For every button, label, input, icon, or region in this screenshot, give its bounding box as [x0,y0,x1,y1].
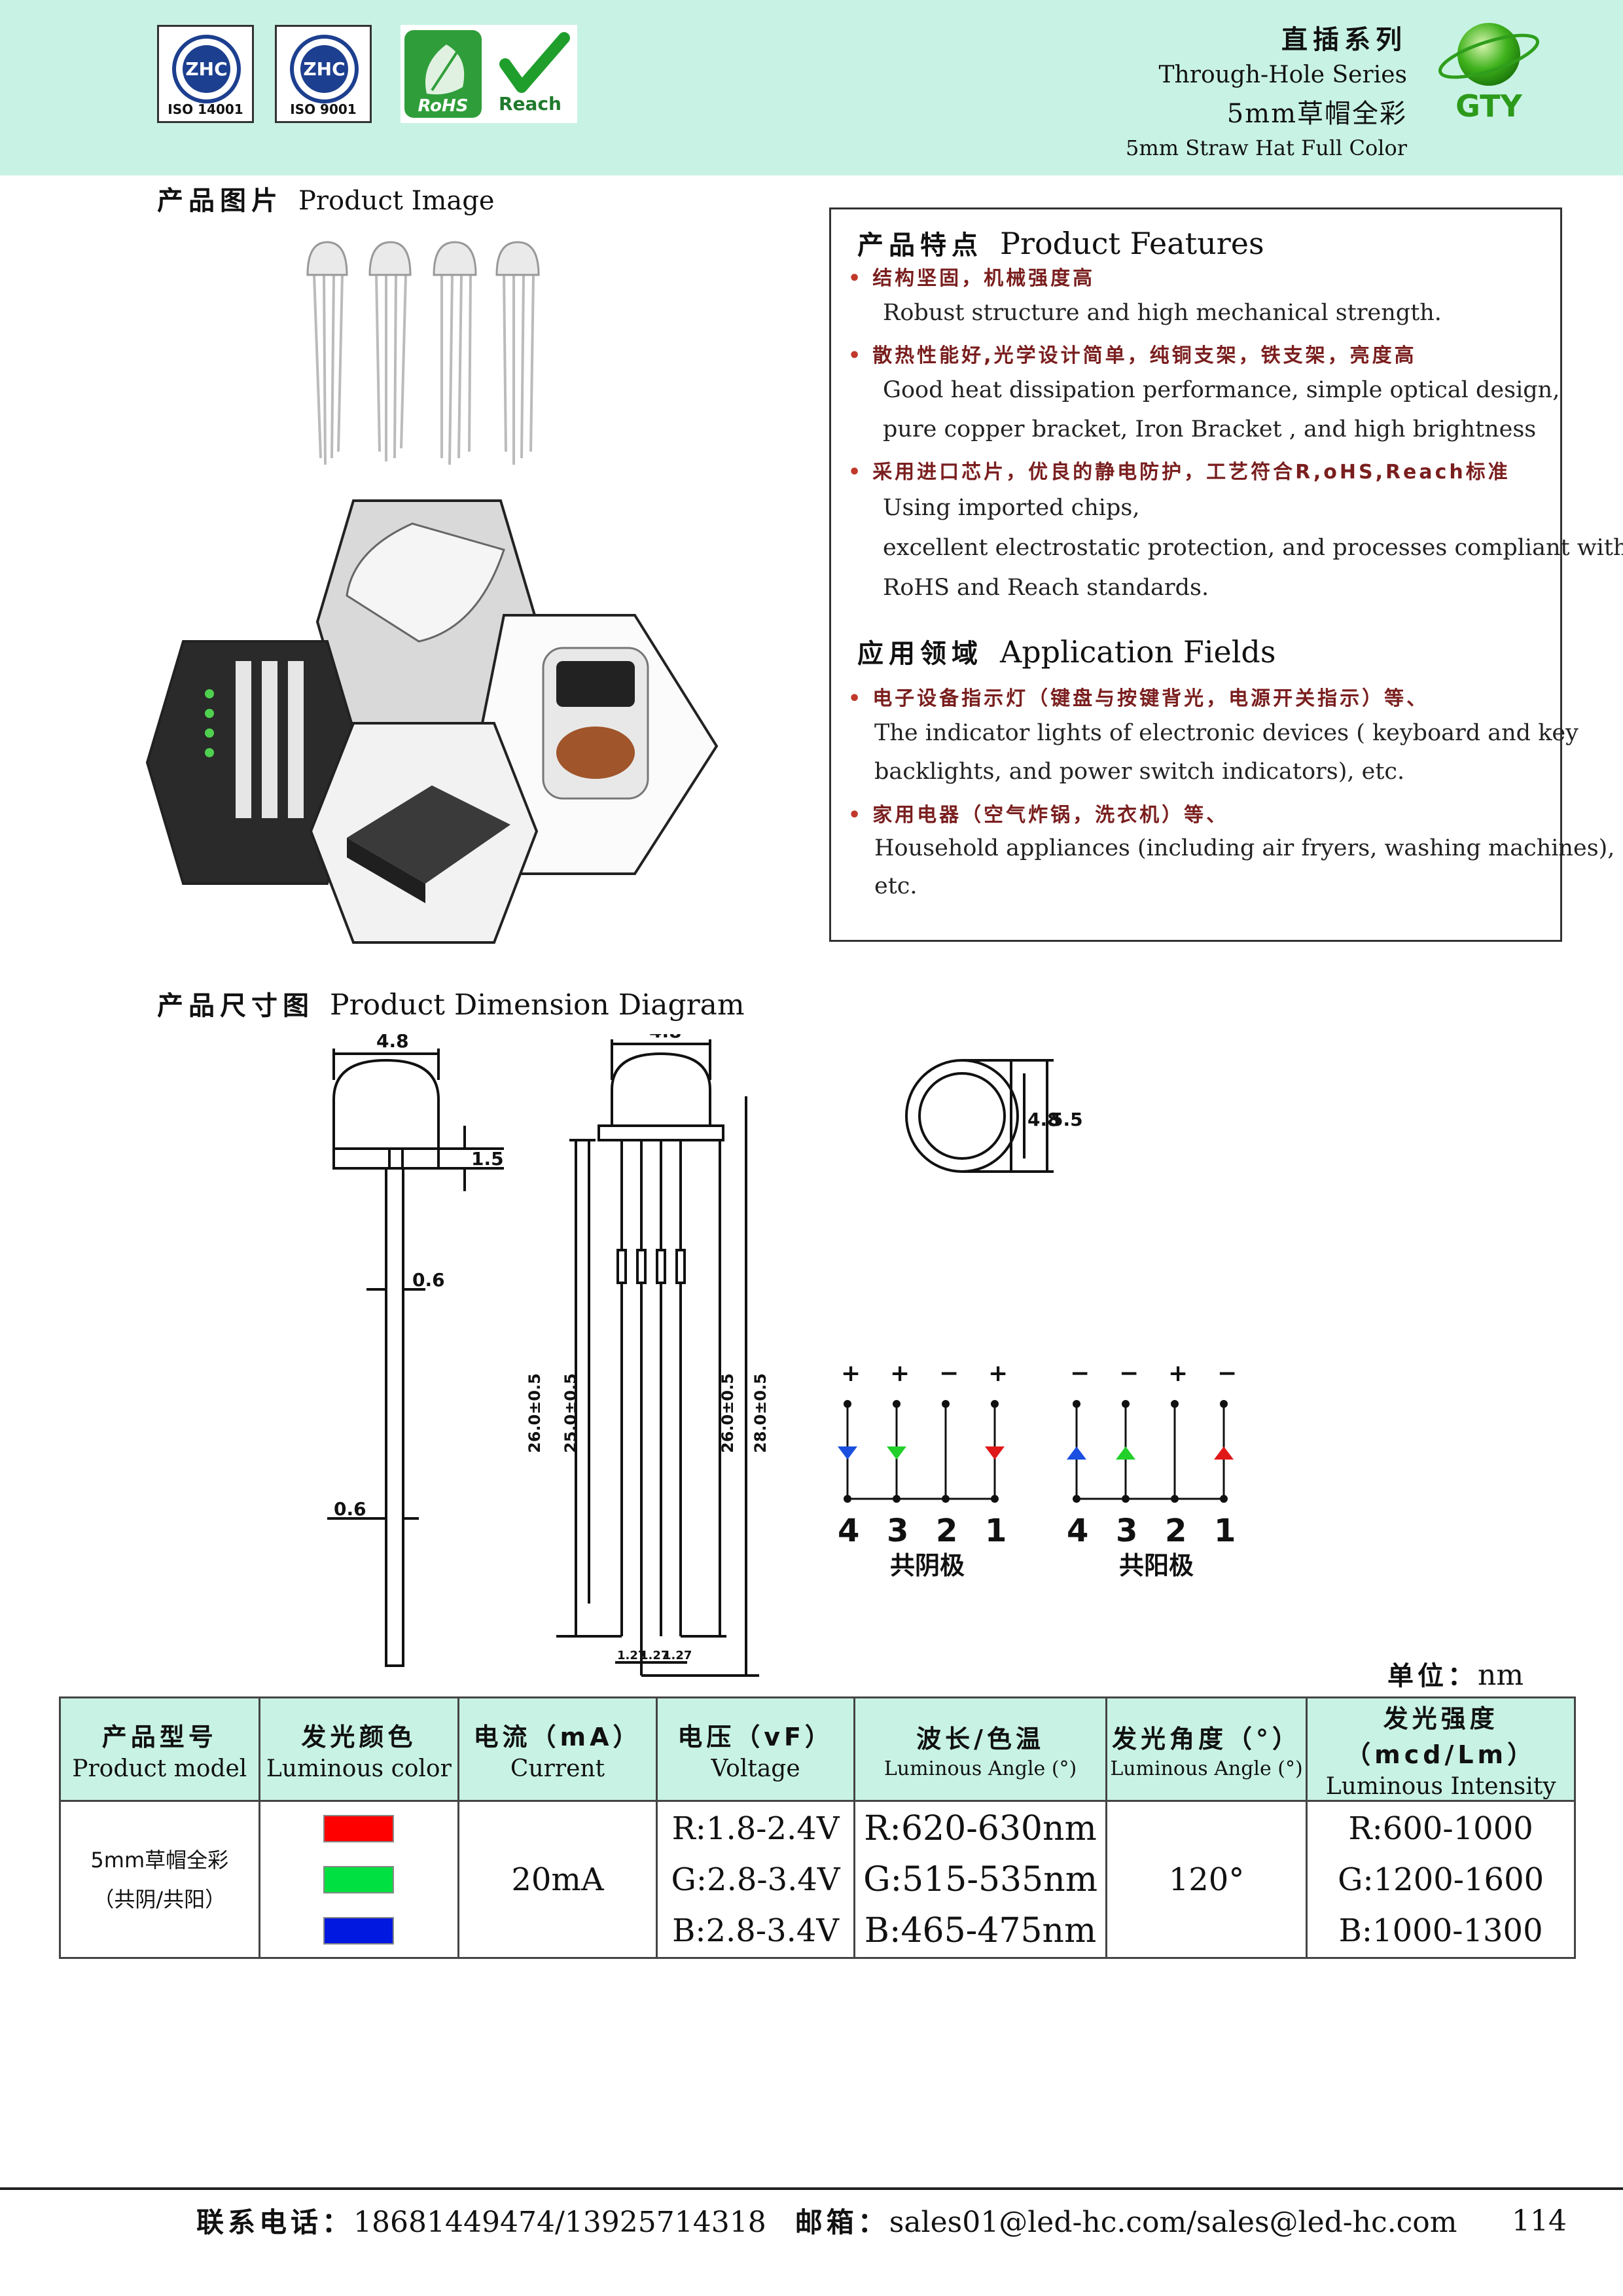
feature-en-line: Using imported chips, [883,495,1140,521]
cell-angle: 120° [1105,1800,1308,1959]
cell-model: 5mm草帽全彩 （共阴/共阳） [59,1800,260,1959]
common-cathode-label: 共阴极 [890,1551,965,1580]
ca-sign: − [1217,1360,1237,1387]
application-cn-2: •家用电器（空气炸锅，洗衣机）等、 [848,804,1229,827]
cc-sign: + [841,1360,861,1387]
cc-pin: 1 [985,1513,1007,1549]
ca-pin: 4 [1067,1513,1088,1549]
product-cn: 5mm草帽全彩 [1226,99,1407,129]
contact-footer: 联系电话：18681449474/13925714318 邮箱：sales01@… [196,2200,1457,2240]
series-cn: 直插系列 [1281,25,1407,55]
dim-label-1-5: 1.5 [471,1148,504,1170]
dim-label-5-5: 5.5 [1050,1109,1083,1130]
common-anode-label: 共阳极 [1119,1551,1194,1580]
dim-label-0-6: 0.6 [334,1498,366,1520]
ca-pin: 1 [1214,1513,1236,1549]
email-label: 邮箱： [794,2206,889,2238]
header-angle: 发光角度（°）Luminous Angle (°) [1105,1696,1308,1802]
feature-en-line: RoHS and Reach standards. [883,575,1209,601]
feature-en-line: Good heat dissipation performance, simpl… [883,377,1560,403]
dim-label-1-27: 1.27 [617,1649,646,1662]
feature-en-line: excellent electrostatic protection, and … [883,535,1623,561]
feature-cn-1: •结构坚固，机械强度高 [848,267,1096,290]
ca-sign: − [1070,1360,1090,1387]
cc-sign: − [939,1360,959,1387]
dim-label-4-8: 4.8 [1027,1109,1060,1130]
header-current: 电流（mA）Current [457,1696,658,1802]
dim-label-1-27: 1.27 [640,1649,669,1662]
phone-number: 18681449474/13925714318 [353,2206,766,2239]
cert-caption: ISO 9001 [290,101,357,117]
application-en-line: etc. [874,873,918,899]
product-en: 5mm Straw Hat Full Color [1126,135,1407,160]
application-cn-1: •电子设备指示灯（键盘与按键背光，电源开关指示）等、 [848,687,1429,710]
cc-pin: 4 [838,1513,859,1549]
application-en-line: The indicator lights of electronic devic… [874,720,1578,746]
led-product-photos [298,236,573,471]
rohs-reach-logo: RoHS Reach [401,25,577,123]
dim-label-26-0: 26.0±0.5 [719,1373,737,1453]
iso9001-cert-logo: ZHC ISO 9001 [275,25,372,123]
header-titles: 直插系列 Through-Hole Series 5mm草帽全彩 5mm Str… [1126,18,1407,160]
ca-sign: − [1119,1360,1139,1387]
dim-label-25-0: 25.0±0.5 [562,1373,580,1453]
dim-label-28-0: 28.0±0.5 [751,1373,770,1453]
cc-sign: + [890,1360,910,1387]
blue-swatch [323,1916,395,1945]
cc-pin: 2 [936,1513,957,1549]
gty-brand-logo: GTY [1433,18,1544,124]
application-en-line: Household appliances (including air frye… [874,835,1615,861]
footer-divider [0,2187,1623,2190]
feature-cn-2: •散热性能好,光学设计简单，纯铜支架，铁支架，亮度高 [848,344,1417,367]
series-en: Through-Hole Series [1158,62,1407,88]
iso14001-cert-logo: ZHC ISO 14001 [157,25,254,123]
page-number: 114 [1512,2204,1567,2238]
unit-label: 单位：nm [1387,1659,1524,1692]
dim-label-4-8: 4.8 [649,1034,682,1042]
application-en-line: backlights, and power switch indicators)… [874,759,1405,785]
dim-label-1-27: 1.27 [663,1649,692,1662]
dim-label-26-0: 26.0±0.5 [526,1373,544,1453]
cc-pin: 3 [887,1513,908,1549]
green-swatch [323,1865,395,1893]
email-address: sales01@led-hc.com/sales@led-hc.com [889,2206,1457,2239]
rohs-label: RoHS [418,96,468,116]
ca-pin: 3 [1116,1513,1137,1549]
brand-text: GTY [1455,88,1522,123]
ca-pin: 2 [1165,1513,1186,1549]
red-swatch [323,1814,395,1842]
dimension-diagram: 4.8 1.5 0.6 0.6 4.8 26.0±0.5 25.0±0.5 26… [314,1020,1296,1682]
cert-caption: ISO 14001 [168,101,243,117]
dim-label-4-8: 4.8 [376,1034,409,1052]
dim-label-0-6: 0.6 [412,1269,445,1291]
phone-label: 联系电话： [196,2206,354,2238]
feature-cn-3: •采用进口芯片，优良的静电防护，工艺符合R,oHS,Reach标准 [848,461,1510,484]
header-intensity: 发光强度（mcd/Lm）Luminous Intensity [1306,1696,1576,1802]
cc-sign: + [988,1360,1008,1387]
header-voltage: 电压（vF）Voltage [655,1696,856,1802]
reach-label: Reach [499,93,562,115]
cell-current: 20mA [457,1800,658,1959]
cell-colors [258,1800,460,1959]
application-hexagon-collage [137,497,720,949]
ca-sign: + [1168,1360,1188,1387]
feature-en-line: Robust structure and high mechanical str… [883,300,1442,326]
feature-en-line: pure copper bracket, Iron Bracket , and … [883,416,1537,442]
page-header: ZHC ISO 14001 ZHC ISO 9001 RoHS Reach 直插… [0,0,1623,175]
